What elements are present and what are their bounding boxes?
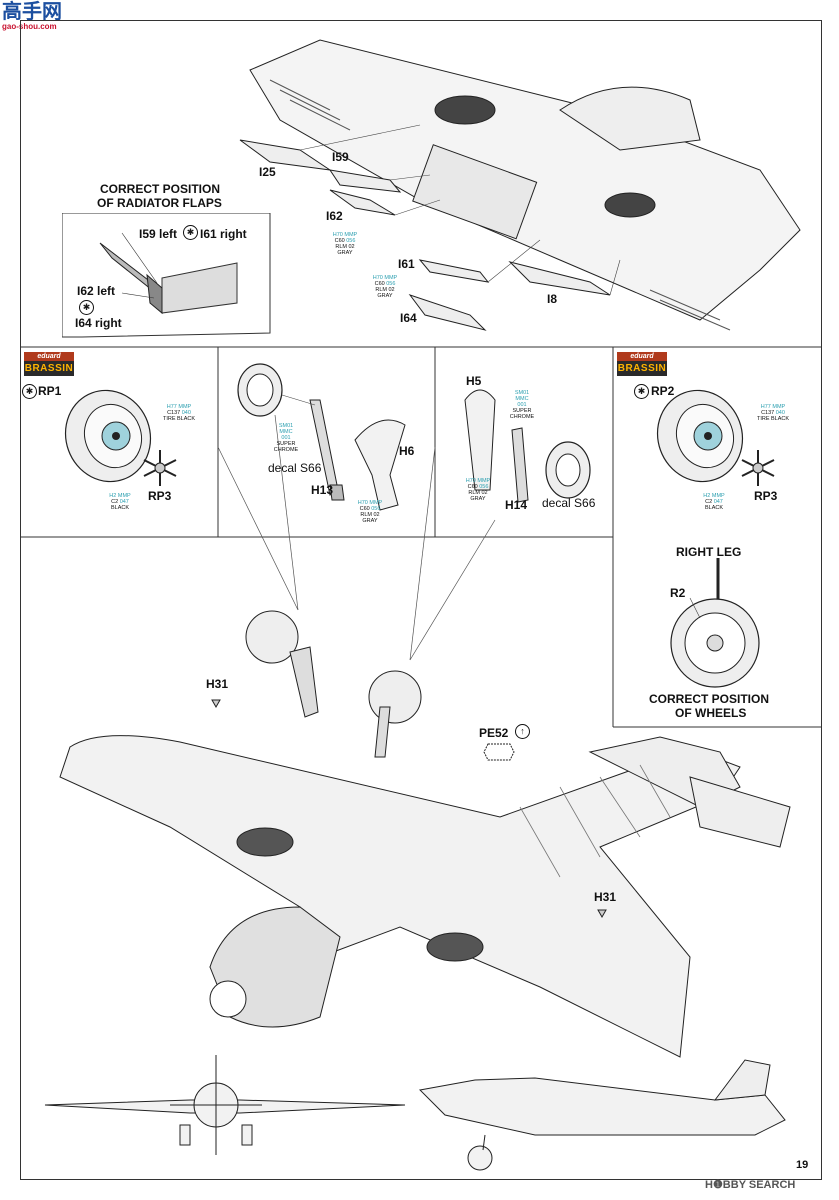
front-view-drawing [44, 1055, 406, 1155]
main-aircraft-drawing [59, 610, 791, 1058]
right-leg-title: RIGHT LEG [676, 545, 742, 559]
radiator-label-i64-right: I64 right [75, 316, 122, 330]
part-label-i61: I61 [398, 257, 415, 271]
watermark-logo-text: 高手网 [2, 0, 62, 23]
page-number: 19 [796, 1159, 809, 1171]
part-label-h5: H5 [466, 374, 482, 388]
decal-label-s66-left: decal S66 [268, 461, 322, 475]
part-label-h14: H14 [505, 498, 528, 512]
part-label-h13: H13 [311, 483, 334, 497]
part-label-rp3: RP3 [148, 489, 172, 503]
paint-gray-midleft: H70 MMP C60 056 RLM 02 GRAY [357, 500, 383, 524]
paint-gray-midright: H70 MMP C60 056 RLM 02 GRAY [465, 478, 491, 502]
side-view-drawing [418, 1059, 786, 1171]
part-label-rp3-right: RP3 [754, 489, 778, 503]
page-frame [20, 20, 822, 1180]
part-label-h31-right: H31 [594, 890, 617, 904]
fold-arrow-icon: ↑ [515, 724, 530, 739]
paint-black-right: H2 MMP C2 047 BLACK [703, 493, 725, 511]
paint-callout-top2: H70 MMP C60 056 RLM 02 GRAY [372, 275, 398, 299]
watermark-logo: 高手网 gao-shou.com [2, 0, 72, 34]
star-icon: ✱ [22, 384, 37, 399]
part-label-i59: I59 [332, 150, 349, 164]
part-label-i62: I62 [326, 209, 343, 223]
wheel-caption-line2: OF WHEELS [675, 706, 747, 720]
gear-h5-h14-drawing [464, 389, 591, 503]
top-wing-underside-drawing [239, 39, 801, 331]
right-leg-wheel-drawing [670, 558, 760, 688]
wheel-caption-line1: CORRECT POSITION [649, 692, 770, 706]
paint-black-left: H2 MMP C2 047 BLACK [109, 493, 131, 511]
hobby-search-watermark: H❶BBY SEARCH [705, 1179, 796, 1191]
part-label-i8: I8 [547, 292, 558, 306]
paint-chrome-left: SM01 MMC 001 SUPER CHROME [273, 423, 299, 453]
radiator-label-i59-left: I59 left [139, 227, 178, 241]
radiator-title-line1: CORRECT POSITION [100, 182, 221, 196]
paint-tire-black-left: H77 MMP C137 040 TIRE BLACK [162, 404, 196, 422]
part-label-i64: I64 [400, 311, 417, 325]
decal-label-s66-right: decal S66 [542, 496, 596, 510]
radiator-label-i62-left: I62 left [77, 284, 116, 298]
watermark-url: gao-shou.com [2, 22, 57, 31]
paint-callout-top1: H70 MMP C60 056 RLM 02 GRAY [332, 232, 358, 256]
star-icon: ✱ [183, 225, 198, 240]
part-label-rp1: RP1 [38, 384, 62, 398]
star-icon: ✱ [634, 384, 649, 399]
part-label-i25: I25 [259, 165, 276, 179]
wheel-rp1-drawing [64, 389, 152, 483]
radiator-title-line2: OF RADIATOR FLAPS [97, 196, 222, 210]
part-label-h6: H6 [399, 444, 415, 458]
brassin-badge-right: eduard BRASSIN [617, 352, 667, 376]
radiator-label-i61-right: I61 right [200, 227, 247, 241]
hub-rp3-right-drawing [741, 450, 775, 486]
paint-tire-black-right: H77 MMP C137 040 TIRE BLACK [756, 404, 790, 422]
part-label-h31-left: H31 [206, 677, 229, 691]
paint-chrome-right: SM01 MMC 001 SUPER CHROME [509, 390, 535, 420]
part-label-pe52: PE52 [479, 726, 509, 740]
star-icon: ✱ [79, 300, 94, 315]
part-label-r2: R2 [670, 586, 686, 600]
wheel-rp2-drawing [656, 389, 744, 483]
radiator-inset-drawing [62, 213, 271, 338]
part-label-rp2: RP2 [651, 384, 675, 398]
brassin-badge-left: eduard BRASSIN [24, 352, 74, 376]
hub-rp3-drawing [143, 450, 177, 486]
gear-h13-h6-drawing [237, 363, 406, 511]
